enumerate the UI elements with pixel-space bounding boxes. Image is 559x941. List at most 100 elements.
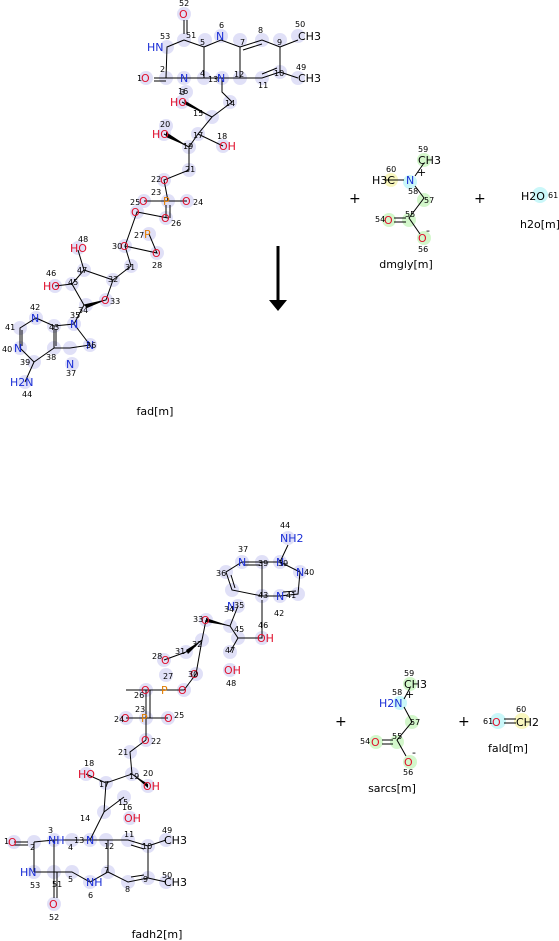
svg-text:O: O xyxy=(101,294,110,307)
svg-text:3: 3 xyxy=(180,88,185,97)
svg-text:CH3: CH3 xyxy=(298,30,321,43)
svg-text:24: 24 xyxy=(114,715,124,724)
plus-sign-1: + xyxy=(349,191,361,207)
svg-text:5: 5 xyxy=(68,875,73,884)
svg-text:30: 30 xyxy=(112,242,122,251)
svg-text:32: 32 xyxy=(192,640,202,649)
svg-text:36: 36 xyxy=(86,341,96,350)
svg-text:22: 22 xyxy=(151,737,161,746)
svg-text:14: 14 xyxy=(80,814,90,823)
svg-text:41: 41 xyxy=(286,591,296,600)
svg-text:58: 58 xyxy=(408,187,418,196)
svg-text:16: 16 xyxy=(122,803,132,812)
svg-text:2: 2 xyxy=(30,843,35,852)
svg-text:O: O xyxy=(384,214,393,227)
svg-text:12: 12 xyxy=(234,70,244,79)
fald-name: fald[m] xyxy=(488,742,528,755)
svg-text:2: 2 xyxy=(160,65,165,74)
svg-text:H3C: H3C xyxy=(372,174,395,187)
svg-text:O: O xyxy=(190,668,199,681)
svg-text:HN: HN xyxy=(147,41,164,54)
svg-text:10: 10 xyxy=(274,69,284,78)
svg-text:O: O xyxy=(131,206,140,219)
svg-text:45: 45 xyxy=(68,278,78,287)
svg-text:11: 11 xyxy=(258,81,268,90)
svg-text:17: 17 xyxy=(99,780,109,789)
svg-text:H2N: H2N xyxy=(379,697,403,710)
svg-text:55: 55 xyxy=(405,210,415,219)
svg-text:44: 44 xyxy=(22,390,32,399)
fadh2-molecule: NH2 N N N N N O OH OH O P O O O O P O O … xyxy=(4,521,314,941)
svg-text:N: N xyxy=(227,600,235,613)
svg-text:23: 23 xyxy=(151,188,161,197)
svg-text:45: 45 xyxy=(234,625,244,634)
svg-text:O: O xyxy=(49,898,58,911)
svg-text:8: 8 xyxy=(258,26,263,35)
svg-text:61: 61 xyxy=(548,191,558,200)
svg-text:15: 15 xyxy=(193,109,203,118)
svg-text:41: 41 xyxy=(5,323,15,332)
svg-text:HO: HO xyxy=(152,128,169,141)
svg-text:20: 20 xyxy=(143,769,153,778)
svg-text:56: 56 xyxy=(403,768,413,777)
svg-text:37: 37 xyxy=(238,545,248,554)
svg-text:38: 38 xyxy=(46,353,56,362)
svg-text:23: 23 xyxy=(135,705,145,714)
svg-text:-: - xyxy=(426,224,430,237)
svg-text:43: 43 xyxy=(258,591,268,600)
svg-text:25: 25 xyxy=(130,198,140,207)
h2o-name: h2o[m] xyxy=(520,218,559,231)
svg-text:53: 53 xyxy=(160,32,170,41)
svg-text:O: O xyxy=(160,174,169,187)
svg-text:O: O xyxy=(201,614,210,627)
svg-text:46: 46 xyxy=(46,269,56,278)
svg-text:CH3: CH3 xyxy=(164,876,187,889)
svg-text:31: 31 xyxy=(125,263,135,272)
svg-text:NH: NH xyxy=(86,876,103,889)
svg-text:54: 54 xyxy=(375,215,385,224)
svg-text:39: 39 xyxy=(278,559,288,568)
svg-text:52: 52 xyxy=(179,0,189,8)
svg-text:9: 9 xyxy=(277,38,282,47)
svg-text:60: 60 xyxy=(516,705,526,714)
svg-text:39: 39 xyxy=(258,559,268,568)
svg-text:48: 48 xyxy=(226,679,236,688)
svg-text:CH3: CH3 xyxy=(298,72,321,85)
svg-text:42: 42 xyxy=(274,609,284,618)
svg-text:HO: HO xyxy=(78,768,95,781)
svg-text:OH: OH xyxy=(219,140,236,153)
svg-text:CH3: CH3 xyxy=(164,834,187,847)
svg-text:34: 34 xyxy=(78,306,88,315)
svg-text:N: N xyxy=(276,590,284,603)
svg-text:33: 33 xyxy=(110,297,120,306)
svg-text:13: 13 xyxy=(74,836,84,845)
svg-text:8: 8 xyxy=(125,885,130,894)
svg-text:O: O xyxy=(182,195,191,208)
svg-text:CH2: CH2 xyxy=(516,716,539,729)
svg-text:-: - xyxy=(412,746,416,759)
svg-text:26: 26 xyxy=(134,691,144,700)
svg-text:40: 40 xyxy=(2,345,12,354)
sarcs-name: sarcs[m] xyxy=(368,782,416,795)
svg-text:18: 18 xyxy=(84,759,94,768)
svg-text:39: 39 xyxy=(20,358,30,367)
svg-text:HO: HO xyxy=(43,280,60,293)
svg-text:35: 35 xyxy=(234,601,244,610)
svg-text:OH: OH xyxy=(224,664,241,677)
svg-text:51: 51 xyxy=(186,31,196,40)
svg-text:55: 55 xyxy=(392,732,402,741)
svg-text:5: 5 xyxy=(200,38,205,47)
svg-text:40: 40 xyxy=(304,568,314,577)
svg-text:N: N xyxy=(180,72,188,85)
svg-text:N: N xyxy=(86,834,94,847)
svg-text:28: 28 xyxy=(152,652,162,661)
svg-text:60: 60 xyxy=(386,165,396,174)
svg-text:51: 51 xyxy=(52,880,62,889)
svg-text:O: O xyxy=(178,684,187,697)
fadh2-wedges xyxy=(132,618,230,788)
